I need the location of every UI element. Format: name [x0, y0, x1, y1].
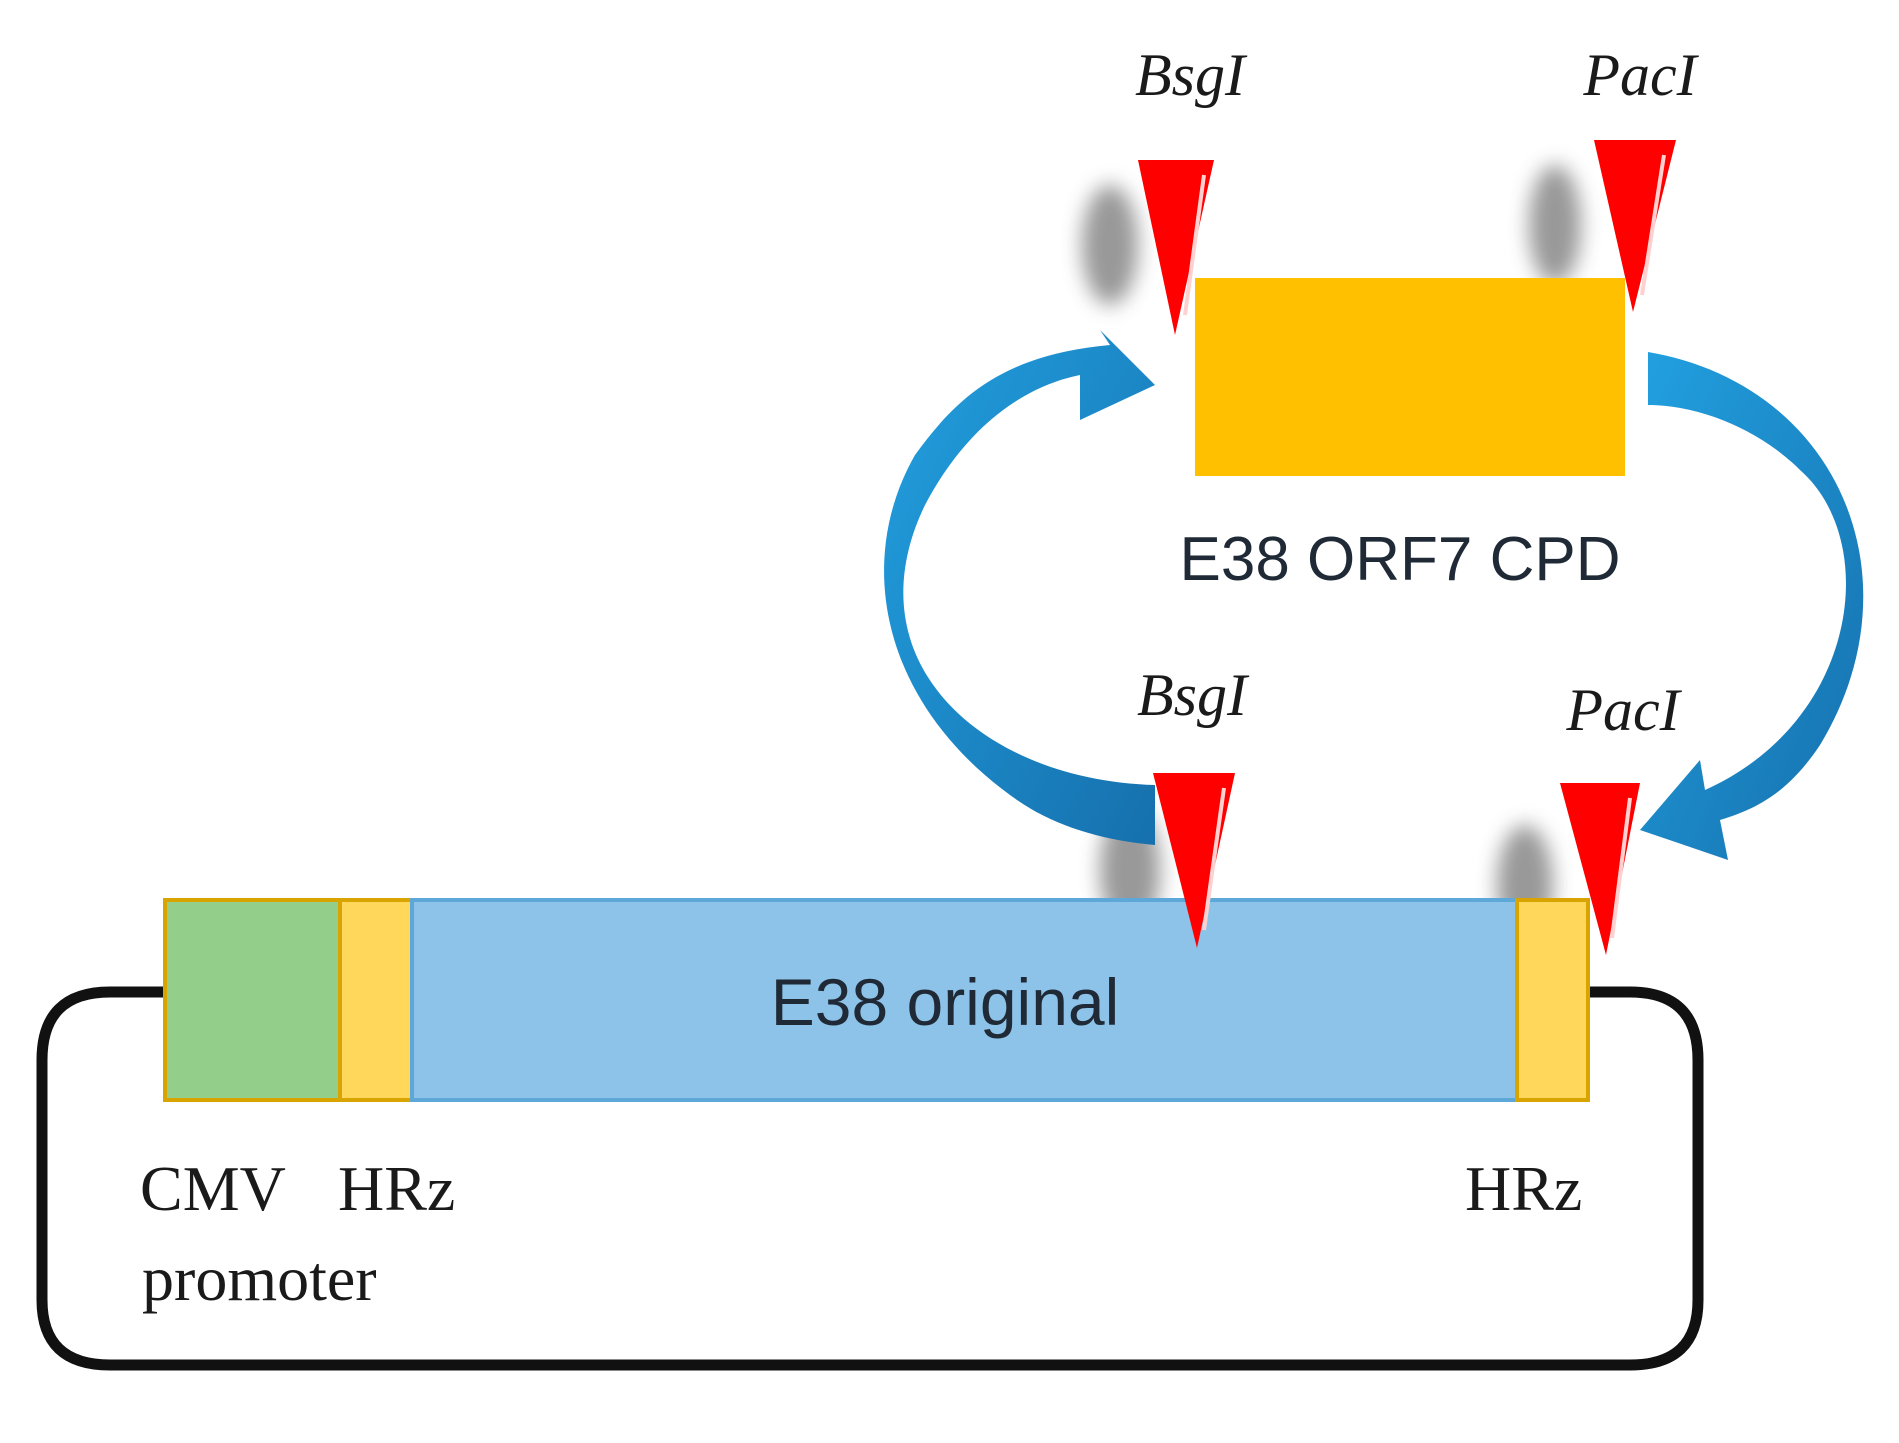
hrz-left-label: HRz: [338, 1153, 455, 1224]
cmv-promoter-segment: [163, 898, 342, 1102]
vector-bar: E38 original: [163, 898, 1590, 1102]
insert-label: E38 ORF7 CPD: [1179, 525, 1620, 594]
insert-site-right-marker: [1594, 140, 1676, 312]
hrz-left-segment: [338, 898, 414, 1102]
cmv-label: CMV: [140, 1153, 286, 1224]
e38-original-label: E38 original: [771, 965, 1120, 1039]
vector-site-right-label: PacI: [1565, 677, 1682, 743]
insert-site-right-label: PacI: [1582, 42, 1699, 108]
insert-site-left-marker: [1138, 160, 1214, 335]
vector-site-left-marker: [1153, 773, 1235, 948]
vector-site-right-marker: [1560, 783, 1640, 955]
insert-orf7-block: [1195, 278, 1625, 476]
insert-site-left-label: BsgI: [1135, 42, 1248, 108]
hrz-right-label: HRz: [1465, 1153, 1582, 1224]
hrz-right-segment: [1515, 898, 1590, 1102]
vector-site-left-label: BsgI: [1137, 662, 1250, 728]
left-curved-arrow: [884, 330, 1155, 845]
cmv-label-line2: promoter: [142, 1243, 377, 1314]
right-curved-arrow: [1640, 352, 1864, 860]
plasmid-backbone: [36, 986, 1704, 1371]
